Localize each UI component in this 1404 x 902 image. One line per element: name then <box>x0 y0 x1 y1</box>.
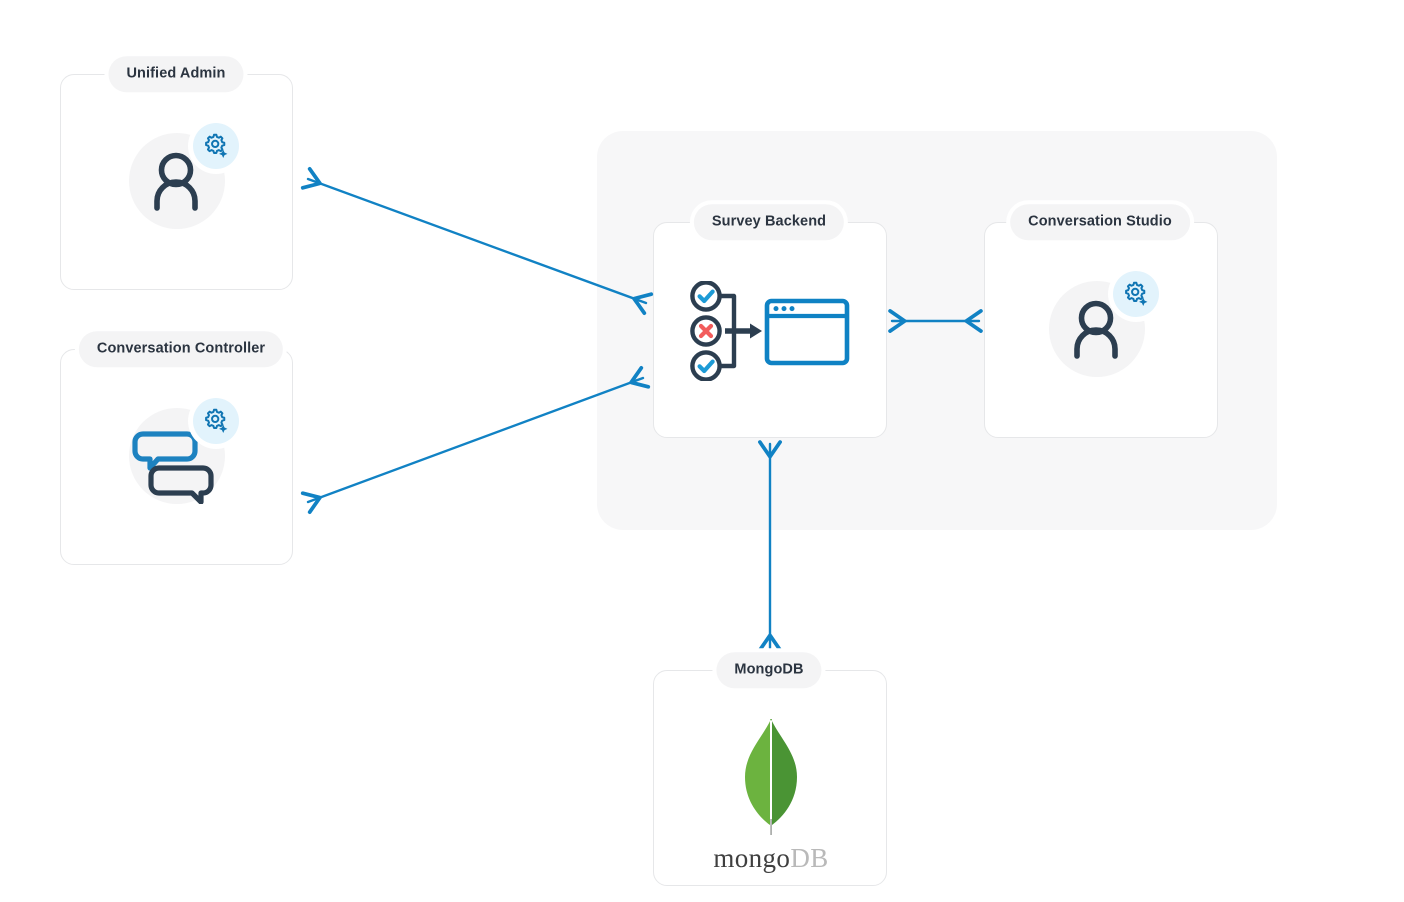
gear-sparkle-badge <box>1113 271 1159 317</box>
chat-bubbles-icon <box>132 431 214 504</box>
node-conversation-studio[interactable] <box>984 222 1218 438</box>
mongodb-wordmark: mongoDB <box>713 843 828 874</box>
person-gear-icon <box>129 123 239 229</box>
connector-unified-admin-survey-backend <box>300 167 654 315</box>
window-frame <box>764 298 850 366</box>
gear-sparkle-icon <box>1125 281 1148 307</box>
node-conversation-controller[interactable] <box>60 349 293 565</box>
node-label-survey-backend: Survey Backend <box>693 204 845 240</box>
gear-sparkle-badge <box>193 398 239 444</box>
mongodb-wordmark-mongo: mongo <box>713 843 791 873</box>
chat-bubbles-gear-icon <box>129 398 239 504</box>
node-label-conversation-controller: Conversation Controller <box>78 331 284 367</box>
node-survey-backend[interactable] <box>653 222 887 438</box>
connector-conversation-controller-survey-backend <box>300 366 651 514</box>
node-label-mongodb: MongoDB <box>716 652 822 688</box>
node-unified-admin[interactable] <box>60 74 293 290</box>
mongodb-wordmark-db: DB <box>790 843 829 873</box>
gear-sparkle-badge <box>193 123 239 169</box>
gear-sparkle-icon <box>205 133 228 159</box>
person-gear-icon <box>1049 271 1159 377</box>
person-icon <box>1074 300 1118 359</box>
mongodb-leaf-icon <box>745 719 797 835</box>
node-label-unified-admin: Unified Admin <box>108 56 244 92</box>
node-label-conversation-studio: Conversation Studio <box>1010 204 1190 240</box>
survey-checklist-window-icon <box>690 281 850 381</box>
person-icon <box>154 152 198 211</box>
mongodb-logo: mongoDB <box>654 715 888 874</box>
gear-sparkle-icon <box>205 408 228 434</box>
node-mongodb[interactable]: mongoDB <box>653 670 887 886</box>
